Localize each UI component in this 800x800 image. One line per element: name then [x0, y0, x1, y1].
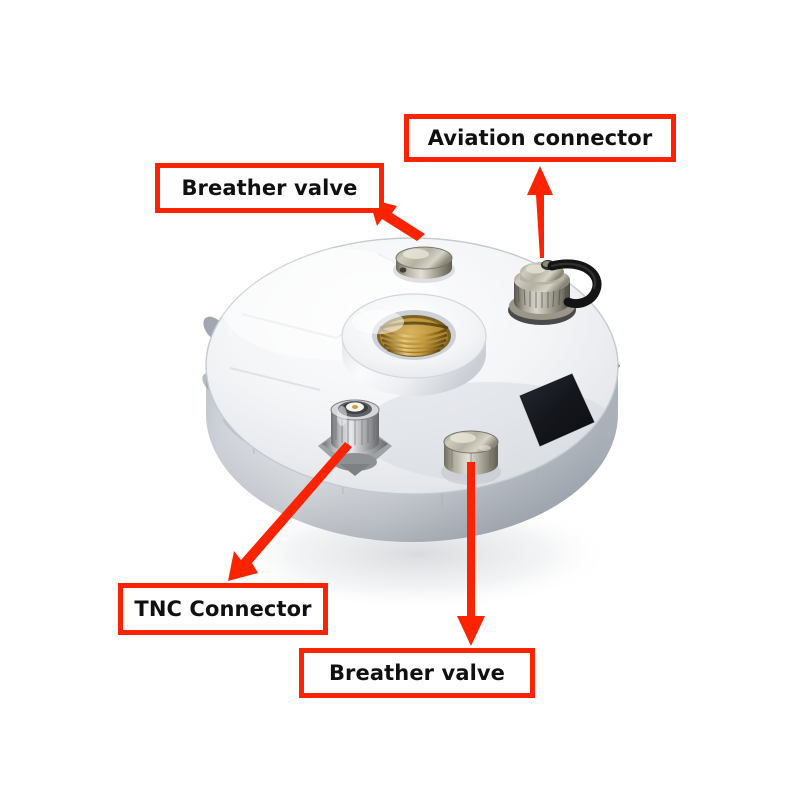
callout-box-breather-valve-bottom: Breather valve: [299, 648, 535, 698]
callout-box-breather-valve-top: Breather valve: [155, 163, 384, 213]
tnc-knurl: [335, 416, 375, 445]
black-label-sticker: [519, 373, 595, 447]
breather-valve-bottom-part: [441, 430, 501, 485]
callout-label-breather-valve-top: Breather valve: [181, 175, 358, 200]
center-threaded-mount-part: [341, 293, 487, 396]
callout-label-aviation-connector: Aviation connector: [427, 125, 653, 150]
callout-label-tnc-connector: TNC Connector: [134, 596, 312, 621]
aviation-connector-part: [508, 259, 602, 325]
breather-valve-top-part: [393, 246, 455, 283]
antenna-base-device: [190, 218, 630, 618]
callout-box-aviation-connector: Aviation connector: [404, 114, 676, 162]
callout-label-breather-valve-bottom: Breather valve: [328, 660, 506, 685]
callout-box-tnc-connector: TNC Connector: [118, 583, 328, 635]
